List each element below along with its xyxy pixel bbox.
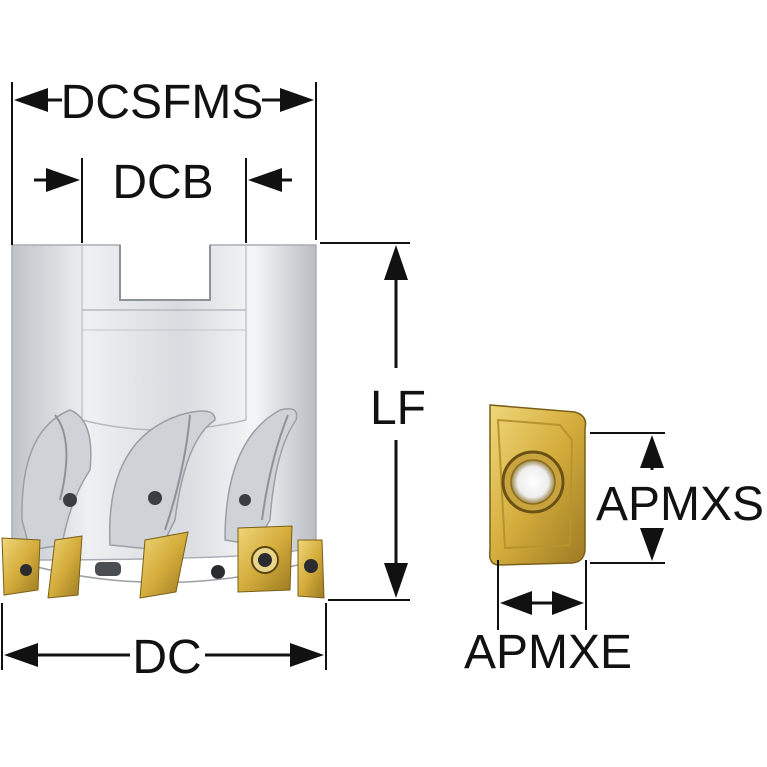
apmxs-label: APMXS [596, 478, 764, 531]
apmxe-label: APMXE [464, 626, 632, 679]
dcb-label: DCB [112, 156, 213, 209]
dcsfms-label: DCSFMS [61, 76, 264, 129]
lf-label: LF [370, 382, 426, 435]
dimension-lines [1, 82, 665, 670]
cutter-inserts [1, 525, 325, 599]
insert-detail [488, 404, 587, 566]
dc-label: DC [132, 631, 201, 684]
cutter-body [11, 244, 317, 584]
